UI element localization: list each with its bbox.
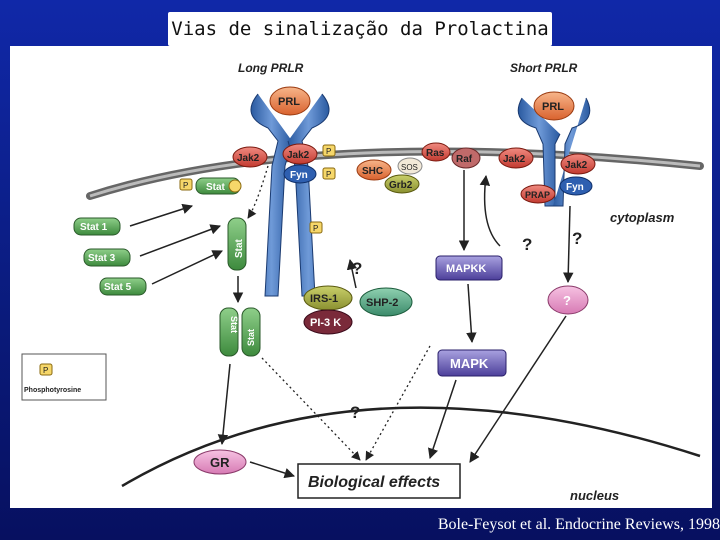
legend-box: [21, 353, 107, 401]
svg-text:GR: GR: [210, 455, 230, 470]
short-prlr-label: Short PRLR: [510, 61, 578, 75]
fyn-short: [559, 176, 593, 196]
stat3-label: Stat 3: [88, 253, 116, 264]
mapk-box: [437, 349, 507, 377]
question-mark: ?: [522, 235, 532, 254]
prl-ligand: [269, 86, 311, 116]
svg-text:SHP-2: SHP-2: [366, 297, 398, 309]
svg-text:Stat: Stat: [206, 182, 226, 193]
svg-text:P: P: [313, 224, 318, 233]
svg-text:P: P: [43, 366, 48, 375]
arrows: [129, 170, 574, 479]
nucleus-label: nucleus: [570, 488, 619, 503]
svg-text:SHC: SHC: [362, 166, 383, 177]
svg-text:Raf: Raf: [456, 154, 473, 165]
svg-text:PI-3 K: PI-3 K: [310, 317, 341, 329]
cytoplasm-label: cytoplasm: [610, 210, 675, 225]
title-bar: Vias de sinalização da Prolactina: [168, 12, 552, 46]
biological-effects-box: [297, 463, 461, 499]
svg-text:PRL: PRL: [542, 101, 564, 113]
svg-text:Grb2: Grb2: [389, 180, 413, 191]
jak2-long-right: [282, 143, 318, 165]
svg-text:IRS-1: IRS-1: [310, 293, 338, 305]
question-mark: ?: [350, 403, 360, 422]
svg-text:?: ?: [563, 293, 571, 308]
nucleus-membrane: [121, 406, 701, 488]
phosphotyrosine-tags: [179, 144, 336, 234]
unknown-factor-bubble: [547, 285, 589, 315]
question-mark: ?: [572, 229, 582, 248]
pi3k: [303, 309, 353, 335]
svg-text:P: P: [326, 170, 331, 179]
mapkk-box: [435, 255, 503, 281]
jak2-short-left: [498, 147, 534, 169]
stat-variants: [73, 217, 147, 296]
svg-text:Jak2: Jak2: [565, 160, 588, 171]
svg-text:Stat: Stat: [234, 238, 245, 258]
svg-text:Stat: Stat: [246, 329, 256, 346]
long-prlr-receptor: PRL: [250, 86, 330, 297]
shc: [356, 159, 392, 181]
legend-phosphotyrosine: Phosphotyrosine: [24, 387, 81, 394]
svg-text:Jak2: Jak2: [287, 150, 310, 161]
svg-text:Fyn: Fyn: [290, 170, 308, 181]
biological-effects-label: Biological effects: [308, 474, 440, 491]
signaling-diagram: Long PRLR Short PRLR PRL Jak2 Jak2 Fyn P…: [10, 46, 712, 508]
svg-text:SOS: SOS: [401, 163, 418, 172]
svg-text:P: P: [326, 147, 331, 156]
question-mark: ?: [352, 259, 362, 278]
svg-text:P: P: [183, 181, 188, 190]
jak2-short-right: [560, 153, 596, 175]
fyn-long: [283, 164, 317, 184]
shp2: [359, 287, 413, 317]
svg-text:PRAP: PRAP: [525, 190, 550, 200]
svg-text:Ras: Ras: [426, 148, 445, 159]
long-prlr-label: Long PRLR: [238, 61, 304, 75]
page-title: Vias de sinalização da Prolactina: [171, 18, 549, 40]
stat5-label: Stat 5: [104, 282, 132, 293]
sos: [397, 157, 423, 175]
svg-text:MAPKK: MAPKK: [446, 263, 486, 275]
stat-dimer-right: [241, 307, 261, 357]
stat-dimer-left: [219, 307, 239, 357]
citation: Bole-Feysot et al. Endocrine Reviews, 19…: [437, 516, 720, 533]
short-prlr-receptor: PRL: [517, 91, 591, 207]
svg-text:Jak2: Jak2: [237, 153, 260, 164]
ras: [421, 142, 451, 162]
stat1-label: Stat 1: [80, 222, 108, 233]
gr: [193, 449, 247, 475]
svg-text:MAPK: MAPK: [450, 356, 489, 371]
stat-phosphorylated: [227, 217, 247, 271]
grb2: [384, 174, 420, 194]
jak2-long-left: [232, 146, 268, 168]
svg-text:Stat: Stat: [229, 316, 239, 333]
prl-ligand-short: [533, 91, 575, 121]
dotted-arrows: [247, 165, 431, 461]
svg-text:Fyn: Fyn: [566, 182, 584, 193]
svg-text:PRL: PRL: [278, 96, 300, 108]
svg-text:Jak2: Jak2: [503, 154, 526, 165]
prap: [520, 184, 556, 204]
raf: [451, 147, 481, 169]
